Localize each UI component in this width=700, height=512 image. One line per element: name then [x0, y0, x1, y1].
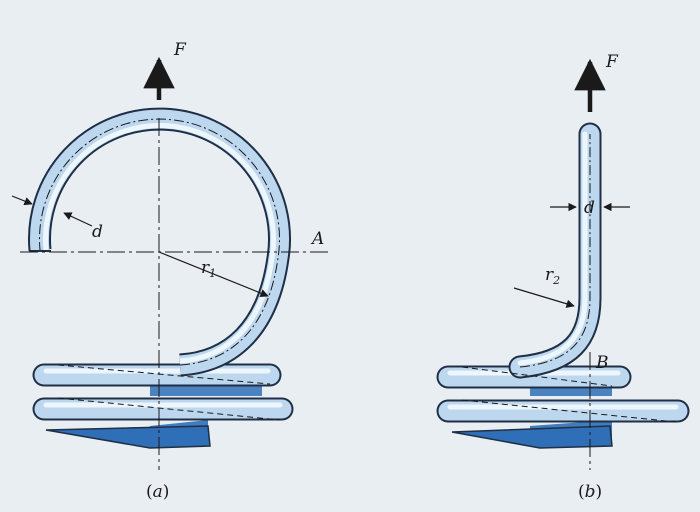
coil-cut-end-b [451, 425, 613, 449]
radius-line-a [158, 251, 269, 298]
section-label-b: B [595, 353, 609, 373]
caption-b: (b) [578, 482, 602, 502]
radius-line-b [513, 287, 575, 308]
coil-hidden-line-2 [57, 397, 281, 421]
caption-a: (a) [146, 482, 169, 502]
d-label-a: d [92, 222, 103, 242]
d-arrow-left-a [11, 195, 33, 206]
coil-hidden-line-1-b [461, 366, 613, 387]
force-label-b: F [605, 52, 619, 72]
panel-b: F d r2 B (b) [436, 52, 690, 502]
coil-hidden-line-1 [57, 364, 271, 385]
radius-label-b: r2 [545, 265, 560, 287]
hook-wire-a [28, 107, 291, 377]
section-label-a: A [310, 229, 324, 249]
coil-turn-upper [32, 363, 282, 387]
d-arrow-right-a [63, 212, 93, 227]
radius-label-a: r1 [201, 258, 216, 280]
hook-wire-b [508, 122, 602, 379]
d-label-b: d [584, 198, 595, 218]
force-label-a: F [173, 40, 187, 60]
coil-turn-lower-b [436, 399, 690, 423]
panel-a: F d r1 A (a) [11, 40, 330, 502]
coil-hidden-line-2-b [461, 399, 677, 423]
coil-cut-end [45, 425, 211, 449]
coil-turn-lower [32, 397, 294, 421]
